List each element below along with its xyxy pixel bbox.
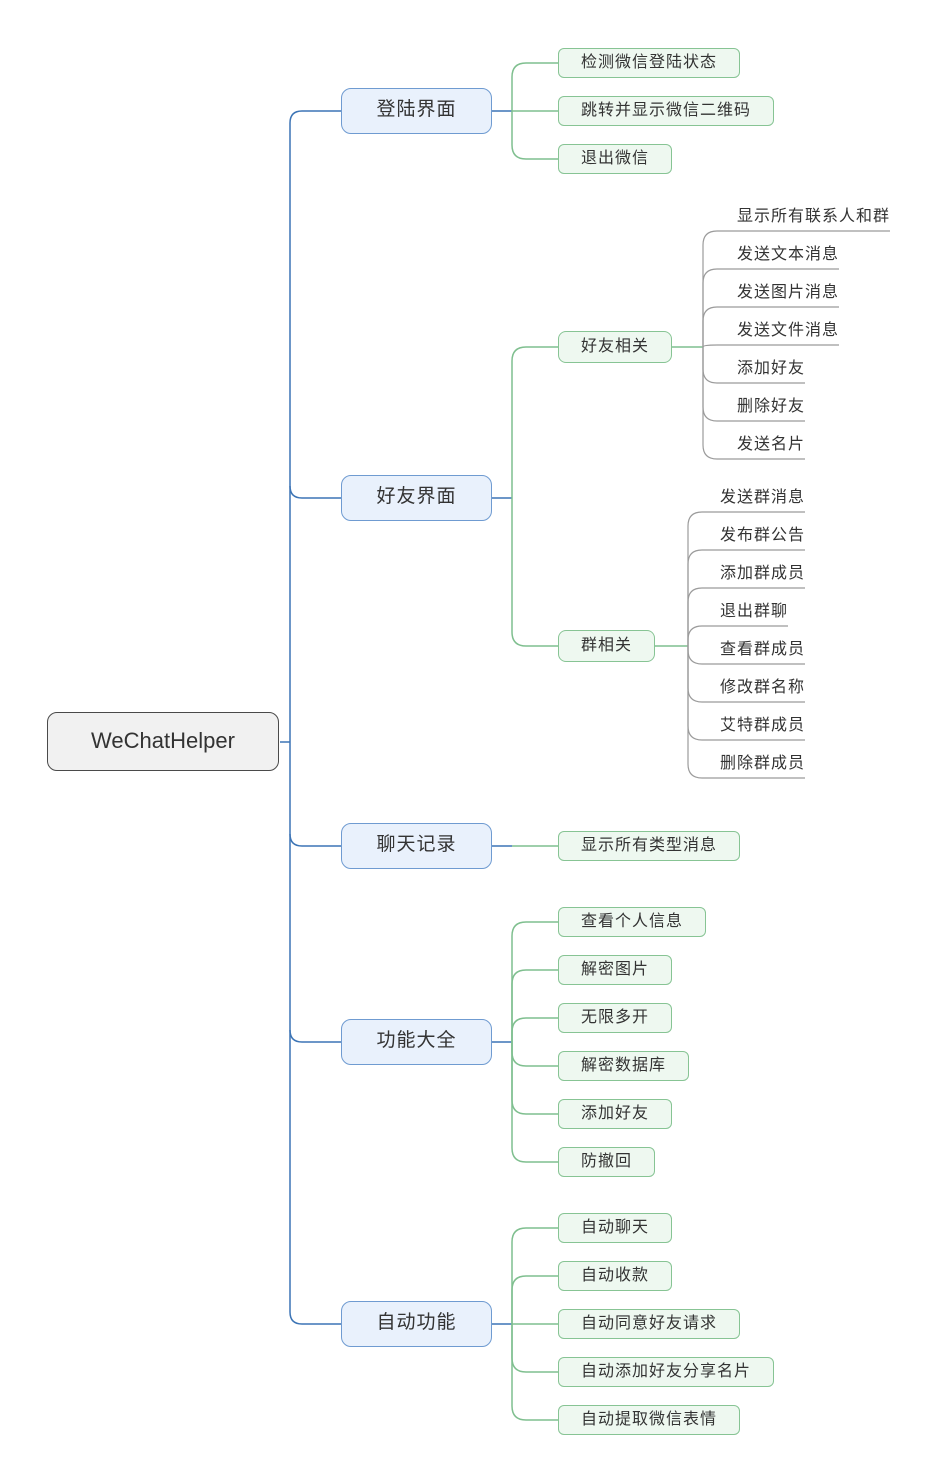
leaf-quit-group-chat[interactable]: 退出群聊 bbox=[720, 603, 789, 620]
subnode-group-related[interactable]: 群相关 bbox=[558, 630, 656, 662]
leaf-at-group-member[interactable]: 艾特群成员 bbox=[720, 717, 806, 734]
root-node-wechathelper[interactable]: WeChatHelper bbox=[47, 712, 279, 771]
subnode-friend-related[interactable]: 好友相关 bbox=[558, 331, 673, 363]
leaf-view-group-members[interactable]: 查看群成员 bbox=[720, 641, 806, 658]
leaf-send-contact-card[interactable]: 发送名片 bbox=[737, 436, 806, 453]
branch-login-screen[interactable]: 登陆界面 bbox=[341, 88, 492, 134]
leaf-send-image-message[interactable]: 发送图片消息 bbox=[737, 284, 840, 301]
leaf-send-group-message[interactable]: 发送群消息 bbox=[720, 489, 806, 506]
leaf-show-qr-code[interactable]: 跳转并显示微信二维码 bbox=[558, 96, 775, 126]
leaf-logout-wechat[interactable]: 退出微信 bbox=[558, 144, 673, 174]
branch-auto-features[interactable]: 自动功能 bbox=[341, 1301, 492, 1347]
leaf-add-friend-feature[interactable]: 添加好友 bbox=[558, 1099, 673, 1129]
leaf-check-login-status[interactable]: 检测微信登陆状态 bbox=[558, 48, 741, 78]
leaf-auto-add-shared-card[interactable]: 自动添加好友分享名片 bbox=[558, 1357, 775, 1387]
leaf-decrypt-images[interactable]: 解密图片 bbox=[558, 955, 673, 985]
leaf-remove-group-member[interactable]: 删除群成员 bbox=[720, 755, 806, 772]
leaf-show-contacts-groups[interactable]: 显示所有联系人和群 bbox=[737, 208, 891, 225]
leaf-send-file-message[interactable]: 发送文件消息 bbox=[737, 322, 840, 339]
leaf-auto-collect-payment[interactable]: 自动收款 bbox=[558, 1261, 673, 1291]
leaf-send-text-message[interactable]: 发送文本消息 bbox=[737, 246, 840, 263]
leaf-anti-recall[interactable]: 防撤回 bbox=[558, 1147, 656, 1177]
leaf-decrypt-database[interactable]: 解密数据库 bbox=[558, 1051, 690, 1081]
branch-feature-collection[interactable]: 功能大全 bbox=[341, 1019, 492, 1065]
leaf-delete-friend[interactable]: 删除好友 bbox=[737, 398, 806, 415]
branch-chat-history[interactable]: 聊天记录 bbox=[341, 823, 492, 869]
leaf-auto-accept-friend[interactable]: 自动同意好友请求 bbox=[558, 1309, 741, 1339]
leaf-multi-instance[interactable]: 无限多开 bbox=[558, 1003, 673, 1033]
leaf-add-friend[interactable]: 添加好友 bbox=[737, 360, 806, 377]
leaf-rename-group[interactable]: 修改群名称 bbox=[720, 679, 806, 696]
leaf-add-group-member[interactable]: 添加群成员 bbox=[720, 565, 806, 582]
leaf-show-all-message-types[interactable]: 显示所有类型消息 bbox=[558, 831, 741, 861]
leaf-auto-extract-stickers[interactable]: 自动提取微信表情 bbox=[558, 1405, 741, 1435]
leaf-view-personal-info[interactable]: 查看个人信息 bbox=[558, 907, 707, 937]
leaf-auto-chat[interactable]: 自动聊天 bbox=[558, 1213, 673, 1243]
leaf-post-group-notice[interactable]: 发布群公告 bbox=[720, 527, 806, 544]
branch-friends-screen[interactable]: 好友界面 bbox=[341, 475, 492, 521]
